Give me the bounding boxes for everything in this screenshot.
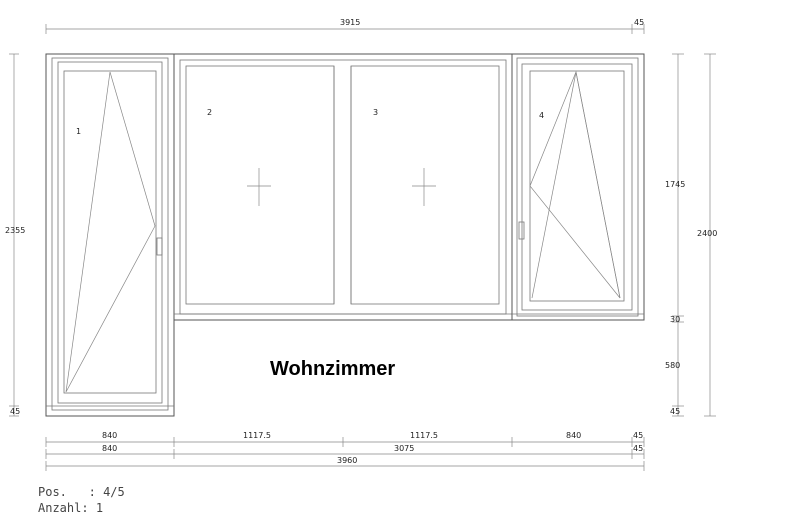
position-value: 4/5 xyxy=(103,485,125,499)
dim-left-height: 2355 xyxy=(5,226,25,235)
quantity-value: 1 xyxy=(95,501,104,515)
dim-right-total: 2400 xyxy=(697,229,717,238)
dim-bottom-row1-1: 840 xyxy=(102,431,117,440)
position-line: Pos. : 4/5 xyxy=(38,485,125,499)
bottom-dimensions: 840 1117.5 1117.5 840 45 840 3075 45 396… xyxy=(45,431,645,471)
dim-right-transom: 30 xyxy=(670,315,680,324)
element-1-tilt-turn-door: 1 xyxy=(45,53,175,417)
dim-bottom-row2-2: 3075 xyxy=(394,444,414,453)
element-2-3-fixed-panes: 2 3 xyxy=(173,53,513,321)
sash-number-4: 4 xyxy=(539,111,544,120)
dim-bottom-row1-3: 1117.5 xyxy=(410,431,438,440)
position-label: Pos. xyxy=(38,485,67,499)
handle-icon xyxy=(156,237,163,256)
dim-bottom-row1-4: 840 xyxy=(566,431,581,440)
handle-icon xyxy=(518,221,525,240)
dim-right-lower: 580 xyxy=(665,361,680,370)
dim-top-extra: 45 xyxy=(634,18,644,27)
sash-number-2: 2 xyxy=(207,108,212,117)
right-dimensions: 1745 30 580 45 2400 xyxy=(665,53,717,417)
quantity-label: Anzahl: xyxy=(38,501,89,515)
quantity-line: Anzahl: 1 xyxy=(38,501,103,515)
position-separator: : xyxy=(88,485,96,499)
dim-bottom-row2-3: 45 xyxy=(633,444,643,453)
dim-bottom-row1-5: 45 xyxy=(633,431,643,440)
room-name: Wohnzimmer xyxy=(270,358,395,380)
sash-number-3: 3 xyxy=(373,108,378,117)
dim-bottom-row1-2: 1117.5 xyxy=(243,431,271,440)
sash-number-1: 1 xyxy=(76,127,81,136)
dim-right-upper: 1745 xyxy=(665,180,685,189)
dim-right-bottom: 45 xyxy=(670,407,680,416)
element-4-tilt-turn-window: 4 xyxy=(511,53,645,321)
dim-top-total: 3915 xyxy=(340,18,360,27)
dim-bottom-total: 3960 xyxy=(337,456,357,465)
dim-left-bottom: 45 xyxy=(10,407,20,416)
dim-bottom-row2-1: 840 xyxy=(102,444,117,453)
left-dimension: 2355 45 xyxy=(5,53,25,417)
top-dimension: 3915 45 xyxy=(45,18,645,34)
